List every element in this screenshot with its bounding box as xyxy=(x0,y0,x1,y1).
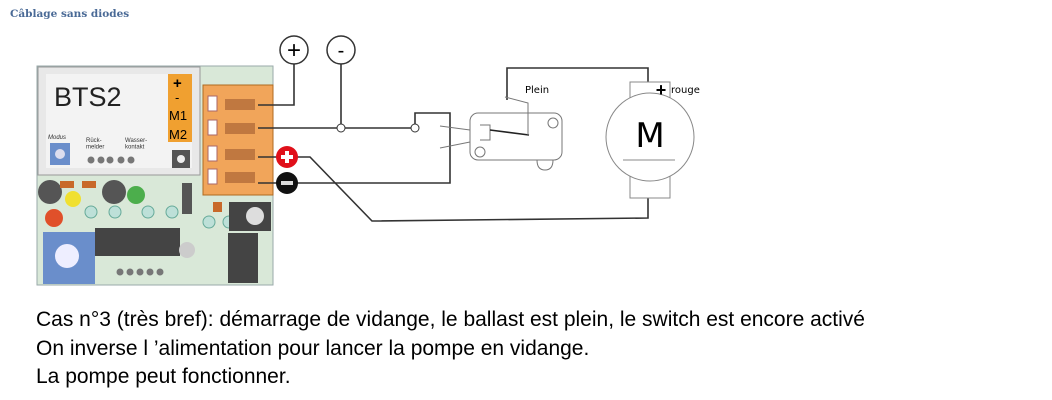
black-minus-marker-icon xyxy=(276,172,298,194)
modus-label: Modus xyxy=(48,135,66,141)
plus-symbol: + xyxy=(287,37,301,64)
microswitch xyxy=(439,96,563,171)
terminal-label: M1 xyxy=(169,108,187,123)
wiring-diagram: BTS2 + - M1 M2 Modus Rück-melder Wasser-… xyxy=(36,35,700,286)
terminal-label: - xyxy=(175,90,179,105)
caption-line-3: La pompe peut fonctionner. xyxy=(36,365,291,388)
terminal-label: + xyxy=(173,75,182,92)
wasserkontakt-label: Wasser-kontakt xyxy=(125,138,147,151)
caption-line-2: On inverse l ’alimentation pour lancer l… xyxy=(36,337,590,360)
red-plus-marker-icon xyxy=(276,146,298,168)
motor-plus: + xyxy=(656,80,667,100)
supply-minus-terminal: - xyxy=(326,35,356,65)
section-heading: Câblage sans diodes xyxy=(10,8,130,20)
caption-line-1: Cas n°3 (très bref): démarrage de vidang… xyxy=(36,308,865,331)
supply-plus-terminal: + xyxy=(279,35,309,65)
motor: M + rouge xyxy=(605,80,700,199)
terminal-label: M2 xyxy=(169,127,187,142)
switch-label: Plein xyxy=(525,85,549,96)
motor-wire-label: rouge xyxy=(671,85,700,96)
rueckmelder-label: Rück-melder xyxy=(86,138,104,151)
board-name: BTS2 xyxy=(54,82,122,112)
bts2-board: BTS2 + - M1 M2 Modus Rück-melder Wasser-… xyxy=(36,65,274,286)
minus-symbol: - xyxy=(338,40,345,62)
motor-symbol: M xyxy=(635,116,664,156)
